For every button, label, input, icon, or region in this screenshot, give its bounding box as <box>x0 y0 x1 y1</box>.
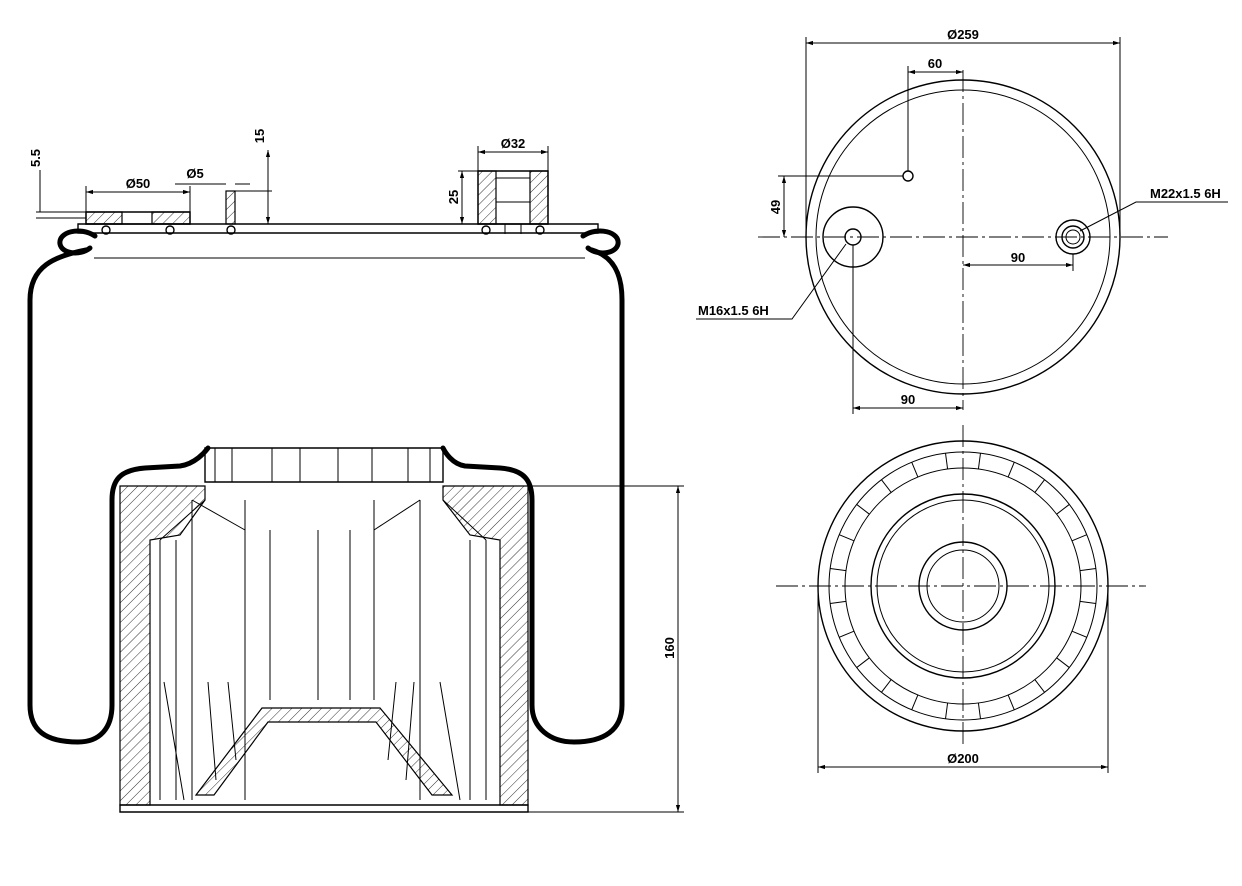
top-dimensions: Ø259 60 49 90 90 M22x1.5 6H M16x1.5 6H <box>696 27 1228 414</box>
rib-line <box>945 453 949 470</box>
rib-line <box>911 694 919 710</box>
bottom-view: Ø200 <box>776 425 1146 773</box>
dim-stud-boss-diameter: Ø50 <box>126 176 151 191</box>
dim-piston-diameter: Ø200 <box>947 751 979 766</box>
dim-port-offset: 90 <box>1011 250 1025 265</box>
dim-pin-offset-x: 60 <box>928 56 942 71</box>
dim-pin-diameter: Ø5 <box>186 166 203 181</box>
rib-line <box>830 600 847 604</box>
rib-line <box>1071 630 1087 638</box>
side-section-view: 5.5 Ø50 Ø5 15 Ø32 25 <box>27 129 684 813</box>
dim-stud-offset: 90 <box>901 392 915 407</box>
rib-line <box>1007 462 1015 478</box>
rib-line <box>977 702 981 719</box>
dim-pin-height: 15 <box>252 129 267 143</box>
bead-rings <box>57 228 621 256</box>
dim-plate-diameter: Ø259 <box>947 27 979 42</box>
dim-port-height: 25 <box>446 190 461 204</box>
rib-line <box>911 462 919 478</box>
bottom-dimensions: Ø200 <box>817 586 1109 773</box>
top-view: Ø259 60 49 90 90 M22x1.5 6H M16x1.5 6H <box>696 27 1228 414</box>
rib-line <box>1071 534 1087 542</box>
rubber-bellows <box>27 247 625 745</box>
rib-line <box>1007 694 1015 710</box>
rib-line <box>881 479 892 493</box>
rib-line <box>1079 600 1096 604</box>
rib-line <box>1056 504 1070 515</box>
rib-line <box>830 568 847 572</box>
rib-line <box>1056 657 1070 668</box>
rib-line <box>856 657 870 668</box>
label-port-thread: M22x1.5 6H <box>1150 186 1221 201</box>
dim-pin-offset-y: 49 <box>768 200 783 214</box>
side-dimensions: 5.5 Ø50 Ø5 15 Ø32 25 <box>28 129 684 813</box>
dim-port-diameter: Ø32 <box>501 136 526 151</box>
rib-line <box>856 504 870 515</box>
rib-line <box>1034 479 1045 493</box>
dim-overall-height: 160 <box>662 637 677 659</box>
rib-line <box>977 453 981 470</box>
rib-line <box>881 679 892 693</box>
piston <box>119 447 529 813</box>
dim-top-plate-thickness: 5.5 <box>28 149 43 167</box>
rib-line <box>839 534 855 542</box>
rib-line <box>945 702 949 719</box>
top-plate <box>77 170 599 235</box>
piston-ribs <box>830 453 1096 719</box>
label-stud-thread: M16x1.5 6H <box>698 303 769 318</box>
rib-line <box>839 630 855 638</box>
rib-line <box>1079 568 1096 572</box>
rib-line <box>1034 679 1045 693</box>
